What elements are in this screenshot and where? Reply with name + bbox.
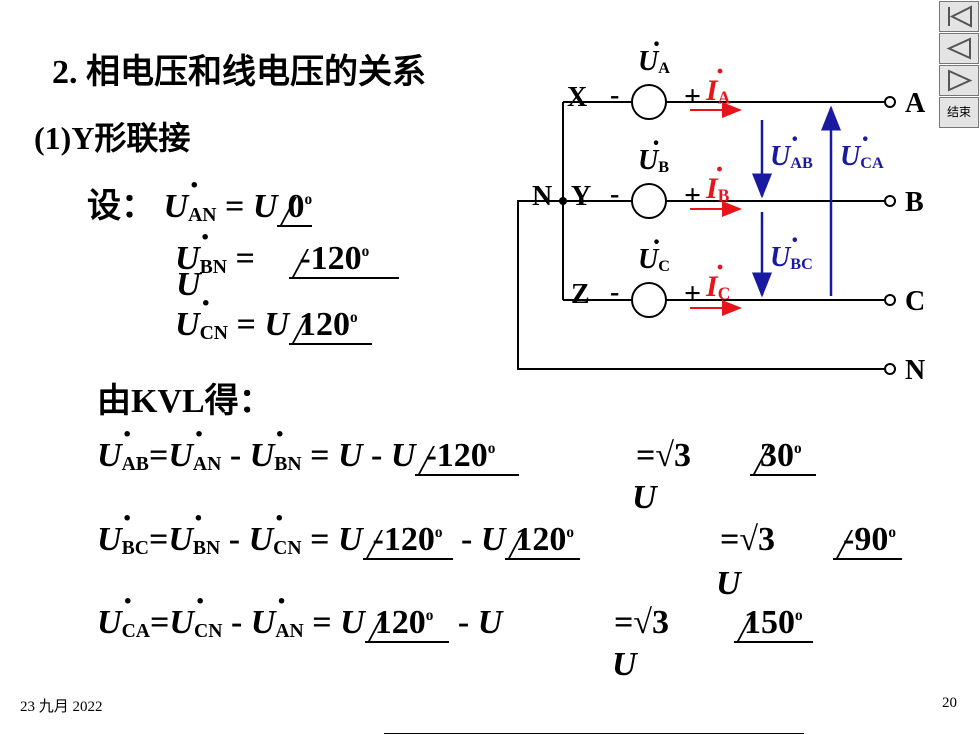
end-show-label: 结束 (946, 105, 971, 119)
label-uca: UCA (840, 141, 884, 173)
terminal-label-b: B (905, 187, 924, 218)
slide-subtitle: (1)Y形联接 (34, 120, 191, 156)
next-slide-button[interactable] (939, 65, 979, 96)
terminal-label-n: N (905, 355, 926, 386)
terminal-a (884, 96, 896, 108)
footer-date: 23 九月 2022 (20, 699, 103, 715)
label-uc: UC (638, 244, 670, 276)
source-b (631, 183, 667, 219)
label-ia: IA (706, 74, 730, 108)
assume-label: 设： (87, 188, 155, 225)
first-slide-button[interactable] (939, 1, 979, 32)
label-ic: IC (706, 270, 730, 304)
eq-uab: UAB=UAN - UBN = U - U-120o (97, 437, 520, 476)
label-ib: IB (706, 172, 729, 206)
wiring (517, 101, 884, 370)
res-uca-angle: 150o (734, 604, 813, 643)
res-uca-u: U (612, 646, 637, 683)
angle-an: 0o (277, 189, 313, 227)
res-ubc-u: U (716, 565, 741, 602)
label-uab: UAB (770, 141, 813, 173)
terminal-b (884, 195, 896, 207)
slide-title: 2. 相电压和线电压的关系 (52, 54, 426, 91)
label-ubc: UBC (770, 242, 813, 274)
terminal-c (884, 294, 896, 306)
previous-slide-icon (946, 37, 971, 60)
res-uab-magnitude: =√3 (636, 437, 692, 474)
label-x: X (567, 82, 588, 113)
source-a (631, 84, 667, 120)
neutral-node-dot (559, 197, 567, 205)
page-number: 20 (942, 695, 957, 711)
source-c (631, 282, 667, 318)
label-z: Z (571, 279, 590, 310)
kvl-label: 由KVL得： (97, 383, 273, 420)
label-ua: UA (638, 46, 670, 78)
angle-ab-term: -120o (415, 438, 520, 476)
label-ub: UB (638, 145, 669, 177)
res-uab-angle: 30o (750, 437, 816, 476)
label-y: Y (571, 181, 592, 212)
terminal-n (884, 363, 896, 375)
footer-divider (384, 733, 804, 734)
res-uab-u: U (632, 479, 657, 516)
eq-ubn: UBN = -120o (175, 240, 400, 279)
terminal-label-a: A (905, 88, 926, 119)
label-n-node: N (532, 181, 553, 212)
angle-cn: 120o (288, 307, 372, 345)
next-slide-icon (948, 69, 973, 92)
terminal-label-c: C (905, 286, 926, 317)
u-magnitude-bn: U (176, 266, 201, 303)
phasor-u-cn: UCN (175, 306, 228, 345)
phasor-u-bn: UBN (175, 240, 227, 279)
res-ubc-angle: -90o (833, 521, 902, 560)
neutral-wire (517, 200, 884, 370)
res-ubc-magnitude: =√3 (720, 521, 776, 558)
end-show-button[interactable]: 结束 (939, 97, 979, 128)
res-uca-magnitude: =√3 (614, 604, 670, 641)
first-slide-icon (948, 5, 972, 28)
previous-slide-button[interactable] (939, 33, 979, 64)
angle-bn: -120o (289, 241, 400, 279)
